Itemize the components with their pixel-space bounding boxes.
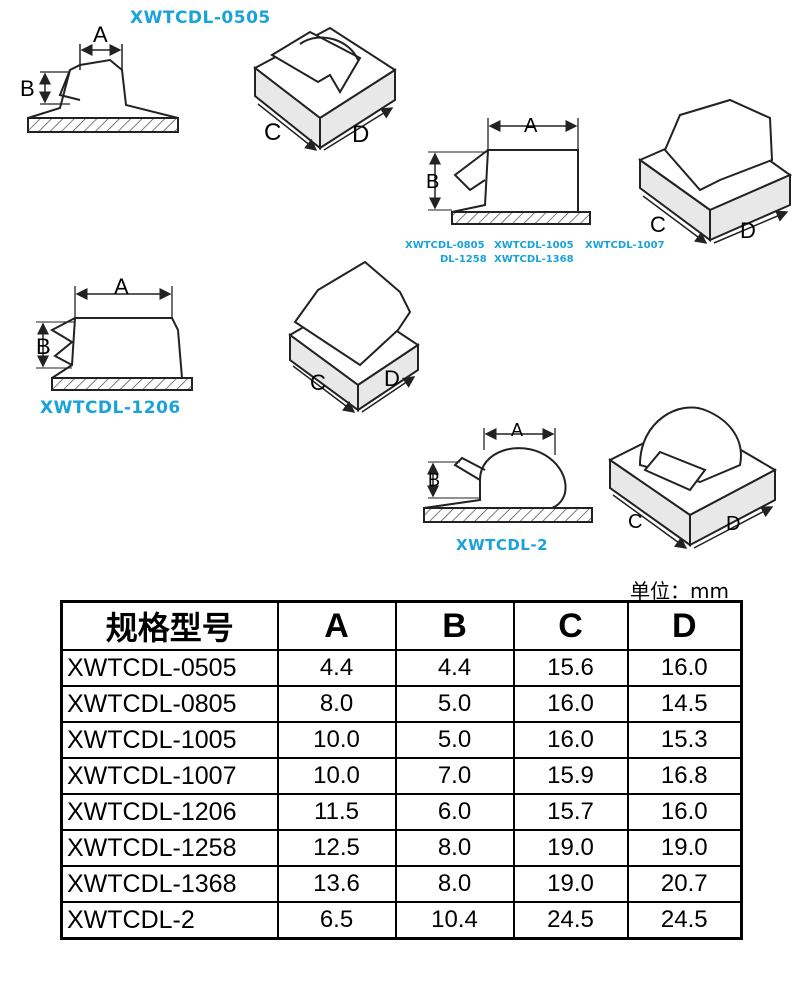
- cell-model: XWTCDL-1206: [60, 793, 279, 831]
- dim-a-0505: A: [93, 22, 108, 47]
- cell-model: XWTCDL-1007: [60, 757, 279, 795]
- model-label-0505: XWTCDL-0505: [130, 8, 271, 28]
- iso-view-1206: [288, 260, 420, 413]
- cell-c: 15.7: [512, 793, 629, 831]
- table-row: XWTCDL-1368 13.6 8.0 19.0 20.7: [60, 865, 743, 903]
- side-view-2: [423, 428, 593, 523]
- cell-b: 6.0: [394, 793, 515, 831]
- model-label-0805: XWTCDL-0805: [405, 240, 485, 251]
- dim-d-0505: D: [352, 121, 369, 148]
- cell-d: 16.8: [626, 757, 743, 795]
- cell-d: 16.0: [626, 793, 743, 831]
- table-row: XWTCDL-2 6.5 10.4 24.5 24.5: [60, 901, 743, 940]
- cell-b: 4.4: [394, 649, 515, 687]
- cell-c: 16.0: [512, 721, 629, 759]
- table-row: XWTCDL-1258 12.5 8.0 19.0 19.0: [60, 829, 743, 867]
- cell-d: 14.5: [626, 685, 743, 723]
- dim-b-2: B: [428, 470, 440, 490]
- cell-a: 6.5: [276, 901, 397, 940]
- dim-d-2: D: [726, 513, 740, 535]
- cell-a: 11.5: [276, 793, 397, 831]
- header-model: 规格型号: [60, 600, 279, 651]
- cell-a: 8.0: [276, 685, 397, 723]
- cell-model: XWTCDL-1005: [60, 721, 279, 759]
- header-b: B: [394, 600, 515, 651]
- iso-view-0805: [637, 98, 793, 244]
- table-row: XWTCDL-0505 4.4 4.4 15.6 16.0: [60, 649, 743, 687]
- cell-c: 16.0: [512, 685, 629, 723]
- cell-b: 7.0: [394, 757, 515, 795]
- dim-a-2: A: [511, 420, 523, 440]
- cell-c: 15.9: [512, 757, 629, 795]
- cell-model: XWTCDL-0505: [60, 649, 279, 687]
- cell-b: 10.4: [394, 901, 515, 940]
- side-view-0805: [428, 118, 591, 225]
- cell-a: 13.6: [276, 865, 397, 903]
- model-label-1206: XWTCDL-1206: [40, 398, 181, 418]
- side-view-0505: [27, 44, 179, 133]
- table-row: XWTCDL-1005 10.0 5.0 16.0 15.3: [60, 721, 743, 759]
- header-a: A: [276, 600, 397, 651]
- dim-c-2: C: [628, 511, 642, 533]
- model-label-1258: DL-1258: [440, 254, 487, 265]
- header-c: C: [512, 600, 629, 651]
- cell-d: 24.5: [626, 901, 743, 940]
- side-view-1206: [36, 286, 193, 391]
- cell-b: 8.0: [394, 829, 515, 867]
- dim-d-0805: D: [740, 218, 756, 243]
- model-label-1368: XWTCDL-1368: [494, 254, 574, 265]
- dim-a-0805: A: [524, 115, 538, 137]
- cell-a: 10.0: [276, 757, 397, 795]
- cell-model: XWTCDL-2: [60, 901, 279, 940]
- cell-a: 12.5: [276, 829, 397, 867]
- model-label-1005: XWTCDL-1005: [494, 240, 574, 251]
- cell-model: XWTCDL-1258: [60, 829, 279, 867]
- cell-c: 19.0: [512, 829, 629, 867]
- iso-view-0505: [253, 26, 397, 151]
- model-label-1007: XWTCDL-1007: [585, 240, 665, 251]
- dim-c-0805: C: [650, 212, 666, 237]
- clip-drawings: A B C D A B C D: [20, 22, 793, 549]
- cell-b: 5.0: [394, 685, 515, 723]
- cell-c: 15.6: [512, 649, 629, 687]
- cell-b: 8.0: [394, 865, 515, 903]
- dim-d-1206: D: [384, 366, 400, 391]
- table-row: XWTCDL-0805 8.0 5.0 16.0 14.5: [60, 685, 743, 723]
- table-row: XWTCDL-1007 10.0 7.0 15.9 16.8: [60, 757, 743, 795]
- unit-note: 单位：mm: [630, 579, 729, 603]
- table-header-row: 规格型号 A B C D: [60, 600, 743, 651]
- cell-a: 10.0: [276, 721, 397, 759]
- cell-model: XWTCDL-1368: [60, 865, 279, 903]
- dim-c-0505: C: [264, 119, 281, 146]
- spec-table: 规格型号 A B C D XWTCDL-0505 4.4 4.4 15.6 16…: [60, 600, 743, 940]
- iso-view-2: [608, 406, 778, 549]
- cell-c: 24.5: [512, 901, 629, 940]
- dim-b-0805: B: [426, 171, 439, 193]
- cell-a: 4.4: [276, 649, 397, 687]
- cell-model: XWTCDL-0805: [60, 685, 279, 723]
- dim-b-1206: B: [36, 334, 51, 359]
- cell-d: 16.0: [626, 649, 743, 687]
- header-d: D: [626, 600, 743, 651]
- dim-a-1206: A: [114, 274, 129, 299]
- dim-c-1206: C: [310, 370, 326, 395]
- model-label-2: XWTCDL-2: [456, 536, 549, 554]
- cell-b: 5.0: [394, 721, 515, 759]
- cell-d: 20.7: [626, 865, 743, 903]
- cell-d: 19.0: [626, 829, 743, 867]
- cell-c: 19.0: [512, 865, 629, 903]
- dim-b-0505: B: [20, 76, 35, 101]
- table-row: XWTCDL-1206 11.5 6.0 15.7 16.0: [60, 793, 743, 831]
- cell-d: 15.3: [626, 721, 743, 759]
